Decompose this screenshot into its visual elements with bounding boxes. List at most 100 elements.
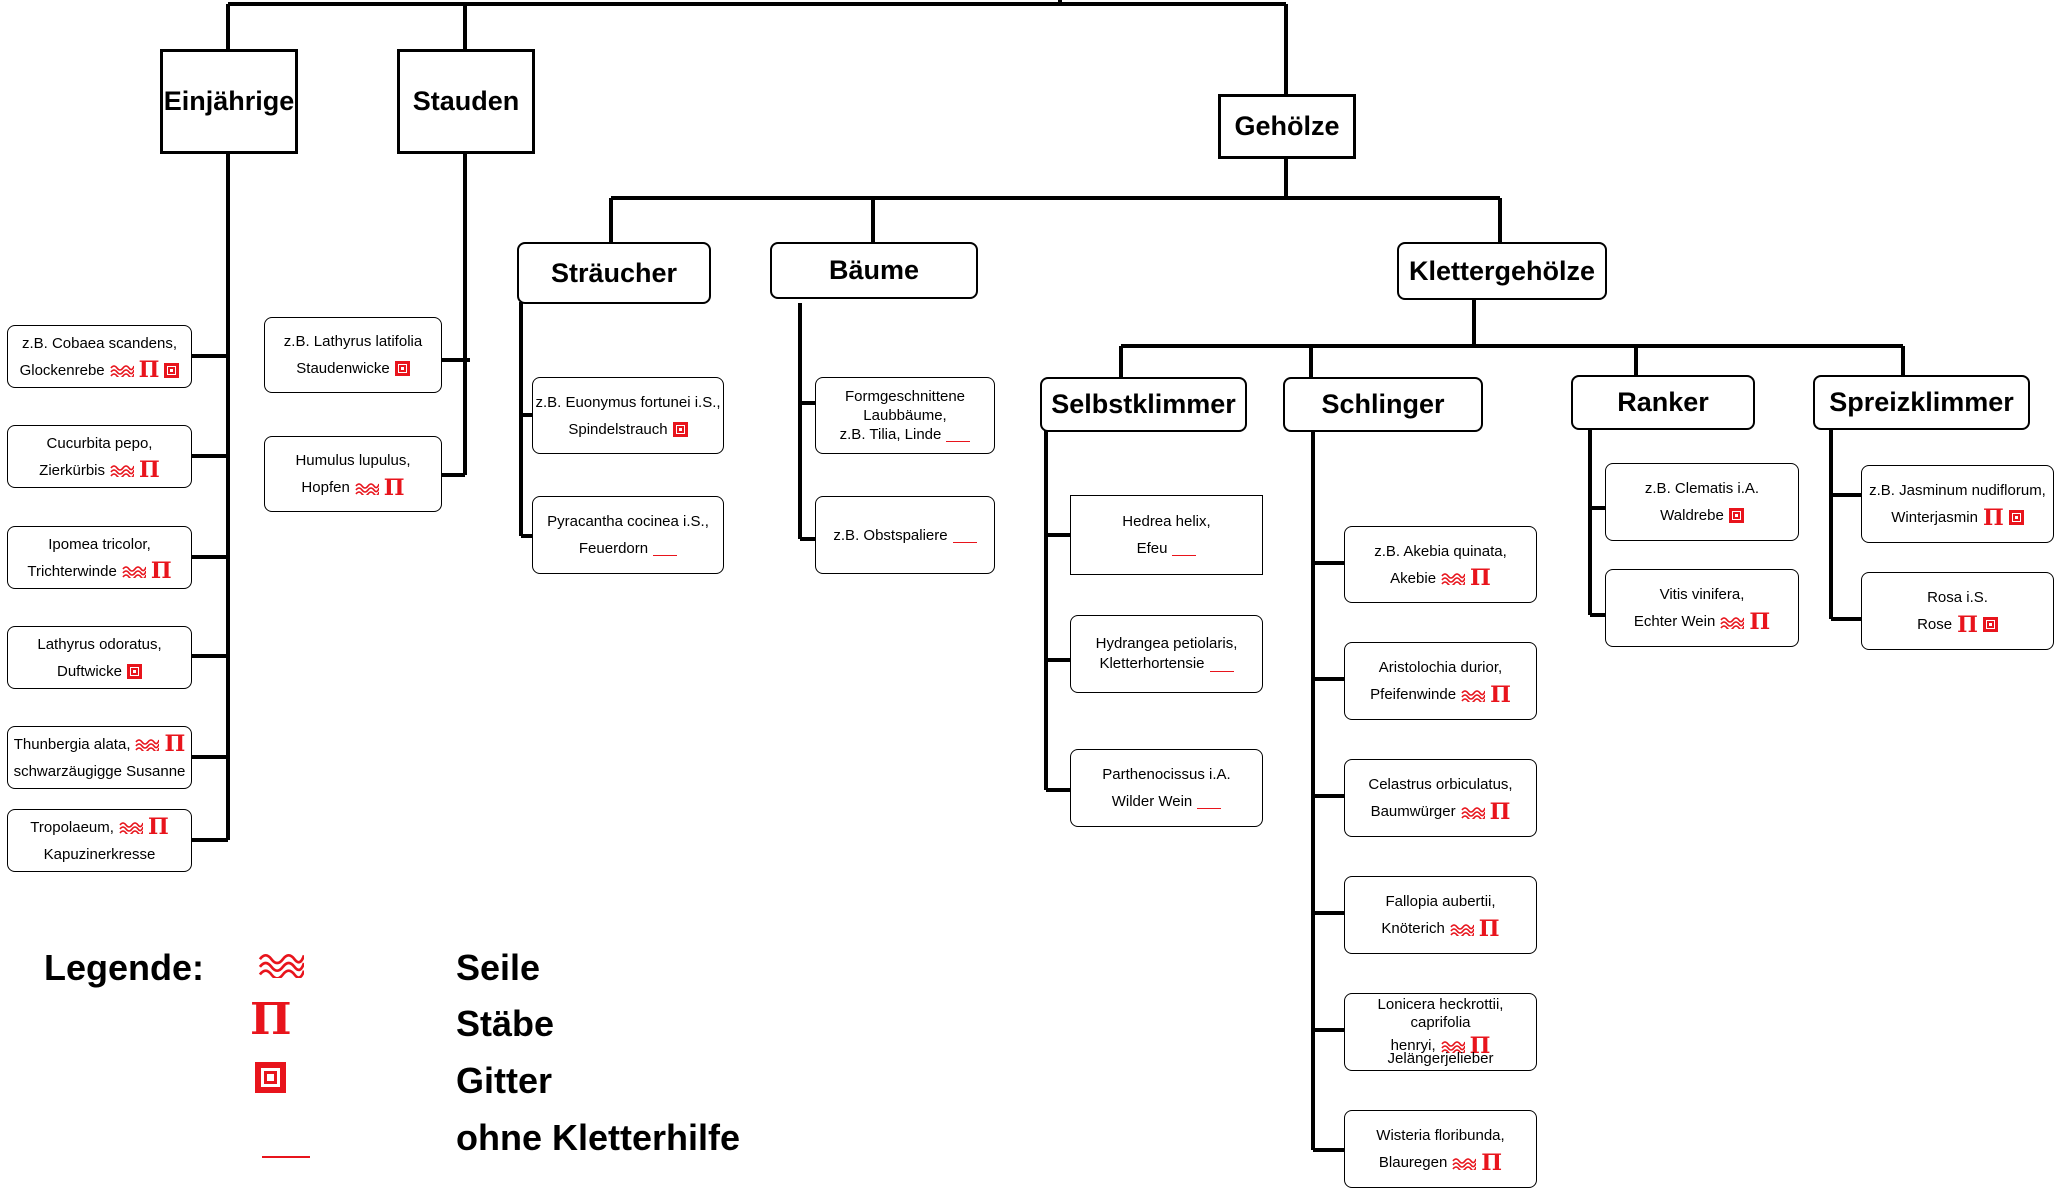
legend-label-staebe: Stäbe	[456, 1003, 555, 1044]
rope-icon	[1720, 616, 1745, 629]
plant-common-name: Echter Wein	[1633, 613, 1716, 630]
category-klettergehoelze: Klettergehölze	[1397, 242, 1607, 300]
plant-common-name: Zierkürbis	[39, 461, 106, 479]
bars-icon: Π	[138, 357, 160, 383]
plant-name: Humulus lupulus,	[295, 452, 411, 469]
plant-name: z.B. Cobaea scandens,	[21, 334, 178, 352]
plant-card: Lathyrus odoratus, Duftwicke	[7, 626, 192, 689]
plant-name: z.B. Obstspaliere	[833, 526, 948, 544]
plant-common-name: Feuerdorn	[578, 540, 649, 557]
plant-name: z.B. Akebia quinata,	[1374, 542, 1507, 560]
plant-common-name: Baumwürger	[1370, 803, 1456, 820]
rope-icon	[119, 822, 143, 834]
plant-name: Pyracantha cocinea i.S.,	[547, 513, 709, 530]
plant-common-name: Akebie	[1390, 569, 1437, 587]
rope-icon	[110, 465, 135, 477]
bars-icon: Π	[1478, 915, 1500, 942]
category-stauden: Stauden	[397, 49, 535, 154]
plant-common-name: Jelängerjelieber	[1387, 1050, 1494, 1067]
rope-icon	[1440, 1041, 1465, 1053]
category-label: Einjährige	[163, 86, 295, 116]
plant-card: Humulus lupulus, Hopfen Π	[264, 436, 442, 512]
plant-common-name: schwarzäugigge Susanne	[13, 762, 186, 780]
plant-common-name: Spindelstrauch	[568, 420, 668, 438]
category-gehoelze: Gehölze	[1218, 94, 1356, 159]
rope-icon	[1452, 1157, 1477, 1170]
plant-name: Fallopia aubertii,	[1385, 893, 1496, 910]
bars-icon: Π	[1469, 1033, 1491, 1059]
no-support-icon	[952, 528, 977, 543]
category-label: Selbstklimmer	[1051, 389, 1236, 419]
bars-icon: Π	[150, 558, 172, 584]
category-label: Ranker	[1617, 387, 1709, 417]
legend-label-ohne: ohne Kletterhilfe	[456, 1117, 741, 1158]
category-label: Stauden	[412, 86, 520, 116]
grid-icon	[672, 421, 688, 437]
plant-common-name: Kapuzinerkresse	[43, 845, 156, 863]
no-support-icon	[653, 541, 678, 556]
rope-icon	[258, 954, 304, 978]
plant-common-name: Winterjasmin	[1891, 509, 1978, 526]
bars-icon: Π	[383, 474, 405, 501]
plant-name: Thunbergia alata,	[13, 735, 131, 753]
plant-card: z.B. Cobaea scandens, Glockenrebe Π	[7, 325, 192, 388]
grid-icon	[127, 663, 143, 679]
legend-bars: Π	[250, 998, 292, 1042]
plant-common-name: Trichterwinde	[27, 562, 117, 580]
plant-common-name: Efeu	[1136, 540, 1168, 557]
grid-icon	[1728, 508, 1744, 523]
legend-none	[262, 1145, 310, 1163]
plant-common-name: Hopfen	[301, 479, 350, 496]
plant-name: Ipomea tricolor,	[48, 535, 151, 553]
category-label: Gehölze	[1234, 111, 1340, 141]
bars-icon: Π	[139, 457, 160, 483]
bars-icon: Π	[1481, 1149, 1503, 1176]
legend-grid	[255, 1062, 286, 1098]
plant-card: z.B. Clematis i.A. Waldrebe	[1605, 463, 1799, 541]
plant-name: Rosa i.S.	[1927, 589, 1988, 606]
category-baeume: Bäume	[770, 242, 978, 299]
plant-card: Pyracantha cocinea i.S., Feuerdorn	[532, 496, 724, 574]
plant-card: Formgeschnittene Laubbäume, z.B. Tilia, …	[815, 377, 995, 454]
bars-icon: Π	[164, 731, 186, 757]
plant-card: Lonicera heckrottii, caprifolia henryi,Π…	[1344, 993, 1537, 1071]
legend-rope	[258, 948, 304, 983]
category-label: Sträucher	[550, 257, 678, 288]
no-support-icon	[1209, 657, 1234, 672]
plant-common-name: Wilder Wein	[1111, 793, 1193, 810]
category-selbstklimmer: Selbstklimmer	[1040, 377, 1247, 432]
plant-name: Hydrangea petiolaris,	[1095, 635, 1238, 652]
plant-card: Parthenocissus i.A. Wilder Wein	[1070, 749, 1263, 827]
plant-common-name: Rose	[1917, 616, 1953, 633]
category-spreizklimmer: Spreizklimmer	[1813, 375, 2030, 430]
legend-label-seile: Seile	[456, 947, 541, 988]
plant-name-cont: Laubbäume,	[863, 407, 947, 424]
plant-card: z.B. Euonymus fortunei i.S., Spindelstra…	[532, 377, 724, 454]
bars-icon: Π	[147, 814, 169, 840]
legend-title: Legende:	[44, 947, 205, 988]
plant-name-cont: caprifolia	[1410, 1014, 1471, 1031]
plant-card: Hydrangea petiolaris, Kletterhortensie	[1070, 615, 1263, 693]
plant-name: Parthenocissus i.A.	[1102, 766, 1231, 783]
rope-icon	[1461, 689, 1486, 702]
bars-icon: Π	[1490, 681, 1511, 708]
plant-card: Hedrea helix, Efeu	[1070, 495, 1263, 575]
category-einjaehrige: Einjährige	[160, 49, 298, 154]
plant-name: Cucurbita pepo,	[46, 434, 153, 452]
no-support-icon	[946, 427, 971, 442]
rope-icon	[110, 365, 134, 377]
plant-common-name: Glockenrebe	[19, 361, 105, 379]
plant-name: Celastrus orbiculatus,	[1368, 776, 1513, 793]
plant-name: Formgeschnittene	[844, 388, 966, 405]
plant-card: Ipomea tricolor, Trichterwinde Π	[7, 526, 192, 589]
rope-icon	[1450, 923, 1474, 936]
plant-card: Cucurbita pepo, Zierkürbis Π	[7, 425, 192, 488]
plant-common-name: Waldrebe	[1660, 507, 1724, 524]
bars-icon: Π	[1982, 504, 2004, 531]
